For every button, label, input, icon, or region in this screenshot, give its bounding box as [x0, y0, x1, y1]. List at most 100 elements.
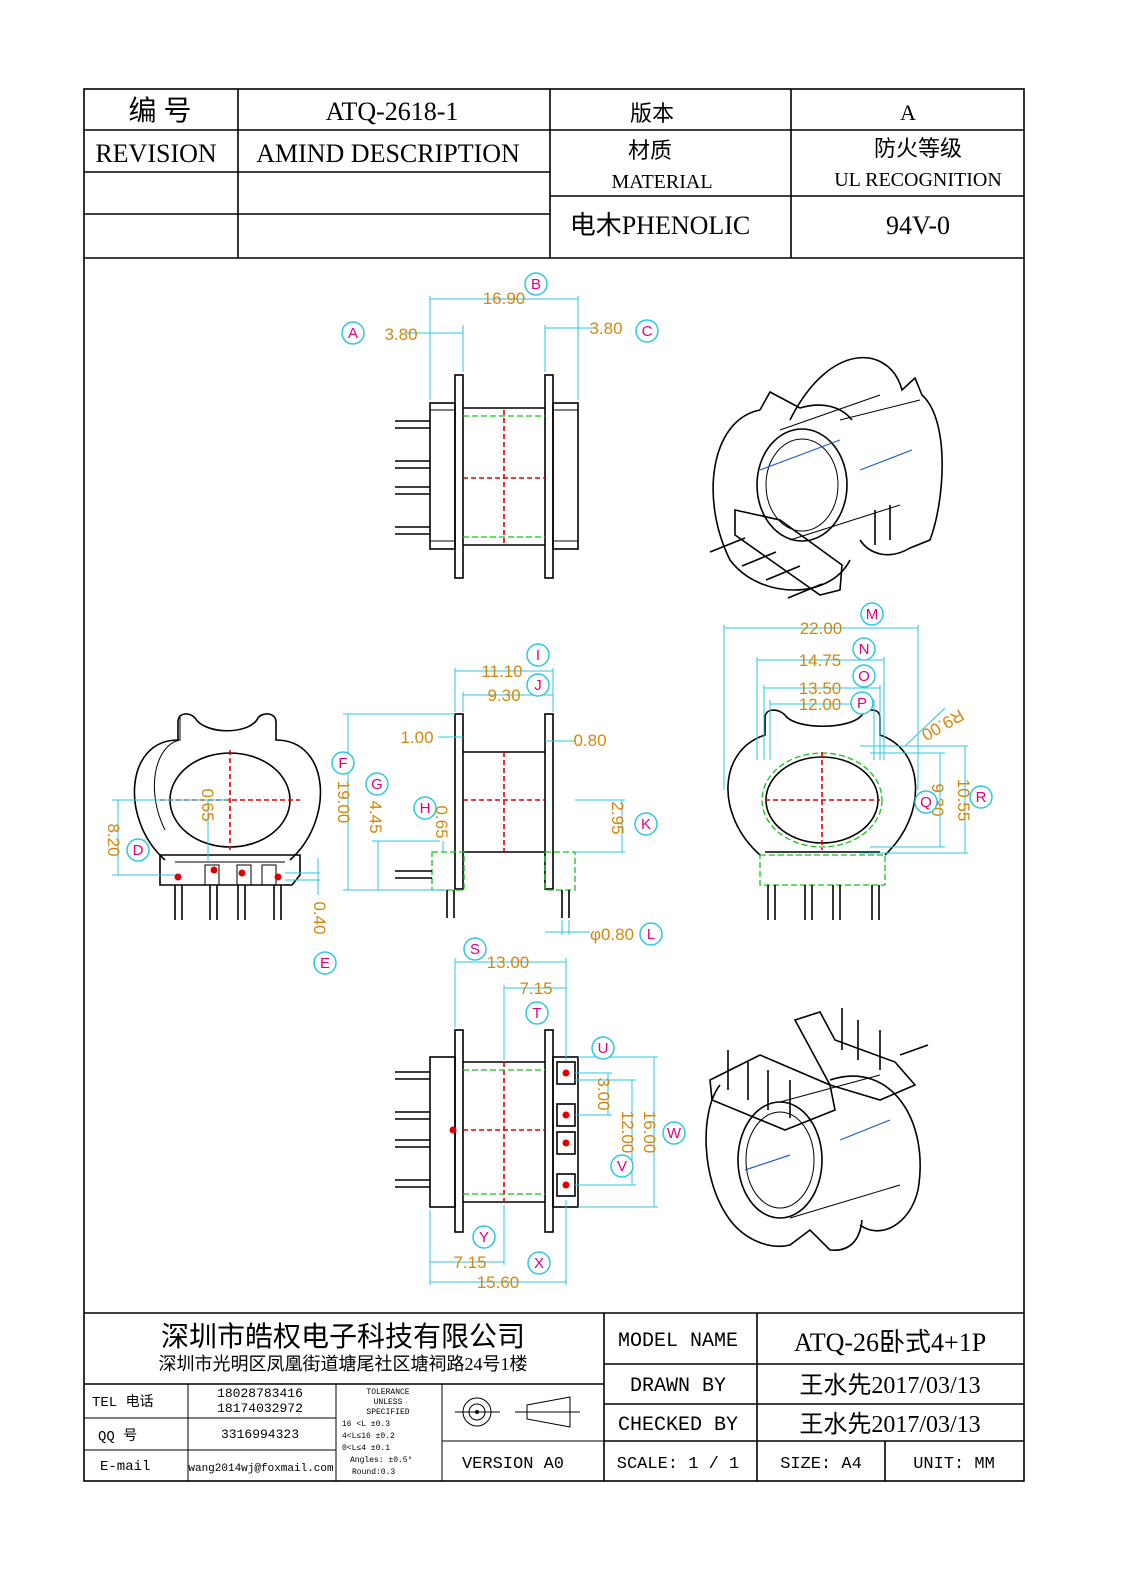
- callout-q: Q: [914, 790, 938, 814]
- version-code: VERSION A0: [462, 1455, 564, 1474]
- callout-circle: [610, 1154, 634, 1178]
- material-value: 电木PHENOLIC: [570, 211, 751, 240]
- tolerance-row-2: 4<L≤16 ±0.2: [342, 1432, 395, 1441]
- dim-b: 16.90: [483, 289, 526, 308]
- callout-a: A: [341, 321, 365, 345]
- callout-letter: S: [470, 941, 480, 958]
- callout-letter: O: [858, 668, 870, 685]
- callout-circle: [591, 1036, 615, 1060]
- callout-letter: K: [641, 816, 651, 833]
- dim-front-h: 0.65: [198, 788, 217, 821]
- callout-letter: X: [534, 1255, 544, 1272]
- callout-s: S: [463, 937, 487, 961]
- callout-d: D: [126, 838, 150, 862]
- callout-f: F: [331, 751, 355, 775]
- tolerance-angles: Angles: ±0.5°: [350, 1456, 412, 1465]
- callout-m: M: [860, 602, 884, 626]
- callout-letter: U: [598, 1040, 609, 1057]
- dim-j: 9.30: [487, 686, 520, 705]
- dim-m: 22.00: [800, 619, 843, 638]
- callout-circle: [852, 637, 876, 661]
- callout-circle: [525, 1001, 549, 1025]
- callout-n: N: [852, 637, 876, 661]
- callout-circle: [852, 664, 876, 688]
- callout-v: V: [610, 1154, 634, 1178]
- dim-y: 7.15: [453, 1253, 486, 1272]
- dim-k: 2.95: [608, 801, 627, 834]
- dim-u: 3.00: [594, 1077, 613, 1110]
- version-value: A: [900, 100, 916, 125]
- callout-circle: [126, 838, 150, 862]
- dim-w: 16.00: [640, 1111, 659, 1154]
- outer-frame: [83, 88, 1025, 1482]
- email-address: wang2014wj@foxmail.com: [188, 1463, 334, 1475]
- callout-letter: J: [534, 677, 542, 694]
- tolerance-row-1: 16 <L ±0.3: [342, 1420, 390, 1429]
- dim-d-right: 0.80: [573, 731, 606, 750]
- callout-l: L: [639, 922, 663, 946]
- email-label: E-mail: [100, 1459, 150, 1475]
- callout-circle: [662, 1121, 686, 1145]
- dim-p: 12.00: [799, 695, 842, 714]
- dim-o: 13.50: [799, 679, 842, 698]
- callout-circle: [526, 643, 550, 667]
- dim-c: 3.80: [589, 319, 622, 338]
- callout-k: K: [634, 812, 658, 836]
- dim-d-left: 1.00: [400, 728, 433, 747]
- callout-letter: Q: [920, 794, 932, 811]
- drawn-by-label: DRAWN BY: [630, 1375, 726, 1398]
- callout-c: C: [635, 319, 659, 343]
- model-value: ATQ-26卧式4+1P: [794, 1328, 986, 1357]
- header-texts: 编 号 ATQ-2618-1 版本 A REVISION AMIND DESCR…: [95, 95, 1001, 240]
- title-block-texts: 深圳市皓权电子科技有限公司 深圳市光明区凤凰街道塘尾社区塘祠路24号1楼 TEL…: [92, 1321, 995, 1477]
- dim-g: 4.45: [366, 800, 385, 833]
- isometric-view-top: [709, 356, 943, 599]
- checked-by-label: CHECKED BY: [618, 1414, 738, 1437]
- company-name: 深圳市皓权电子科技有限公司: [161, 1321, 525, 1353]
- callout-letter: Y: [479, 1229, 489, 1246]
- dim-n: 14.75: [799, 651, 842, 670]
- dim-s: 13.00: [487, 953, 530, 972]
- version-label: 版本: [630, 101, 674, 126]
- callout-e: E: [313, 951, 337, 975]
- callout-r: R: [969, 785, 993, 809]
- callout-circle: [463, 937, 487, 961]
- callout-t: T: [525, 1001, 549, 1025]
- callout-circle: [635, 319, 659, 343]
- tolerance-row-3: 0<L≤4 ±0.1: [342, 1444, 390, 1453]
- callout-h: H: [413, 796, 437, 820]
- callout-circle: [413, 796, 437, 820]
- callout-letter: I: [536, 647, 540, 664]
- tel-label: TEL 电话: [92, 1394, 154, 1411]
- material-label-en: MATERIAL: [611, 171, 712, 193]
- tel-number-1: 18028783416: [217, 1386, 303, 1401]
- dim-f: 19.00: [334, 781, 353, 824]
- callout-x: X: [527, 1251, 551, 1275]
- dim-h: 0.65: [432, 805, 451, 838]
- callout-circle: [639, 922, 663, 946]
- material-label-cn: 材质: [628, 138, 672, 163]
- bottom-view: [395, 958, 658, 1285]
- side-view: [343, 668, 625, 935]
- callout-letter: L: [647, 926, 655, 943]
- callout-letter: D: [133, 842, 144, 859]
- callout-circle: [634, 812, 658, 836]
- tolerance-title-1: TOLERANCE: [366, 1388, 409, 1397]
- callout-circle: [472, 1225, 496, 1249]
- callout-letter: H: [420, 800, 431, 817]
- callout-letter: G: [371, 776, 383, 793]
- amend-description-label: AMIND DESCRIPTION: [256, 139, 520, 168]
- fire-rating-value: 94V-0: [886, 211, 950, 240]
- callout-b: B: [524, 272, 548, 296]
- number-label: 编 号: [128, 95, 191, 127]
- callout-circle: [365, 772, 389, 796]
- size-label: SIZE: A4: [780, 1455, 862, 1474]
- drawn-by-value: 王水先2017/03/13: [799, 1372, 980, 1399]
- top-view: [395, 296, 596, 579]
- dim-radius: R9.00: [918, 705, 967, 744]
- callout-circle: [860, 602, 884, 626]
- callout-circle: [341, 321, 365, 345]
- number-value: ATQ-2618-1: [326, 97, 459, 126]
